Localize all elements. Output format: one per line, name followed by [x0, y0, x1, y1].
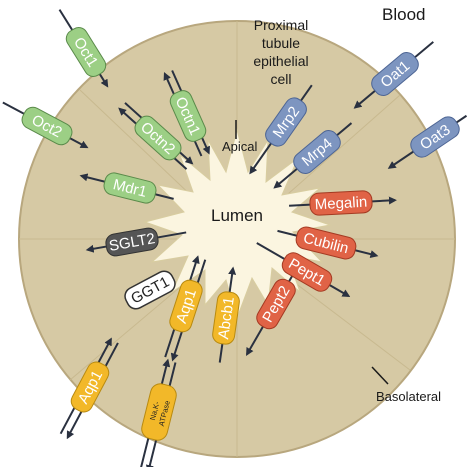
basolateral-pointer [371, 366, 389, 385]
cell-label-line1: Proximal [254, 17, 308, 33]
cell-label-line3: epithelial [253, 53, 308, 69]
megalin-label: Megalin [314, 194, 367, 214]
blood-label: Blood [382, 5, 425, 24]
transporter-naka-atpase: Na,K- ATPase [139, 358, 177, 467]
lumen-label: Lumen [211, 206, 263, 225]
transporter-aqp1-inner: Aqp1 [164, 255, 207, 362]
transporter-sglt2: SGLT2 [85, 227, 187, 257]
basolateral-label: Basolateral [376, 389, 441, 404]
abcb1-label: Abcb1 [215, 296, 238, 340]
cell-label-line2: tubule [262, 35, 300, 51]
transporter-cubilin: Cubilin [277, 226, 379, 260]
apical-label: Apical [222, 139, 258, 154]
transporter-megalin: Megalin [289, 190, 397, 216]
transporter-abcb1: Abcb1 [212, 266, 240, 363]
cell-label-line4: cell [270, 71, 291, 87]
